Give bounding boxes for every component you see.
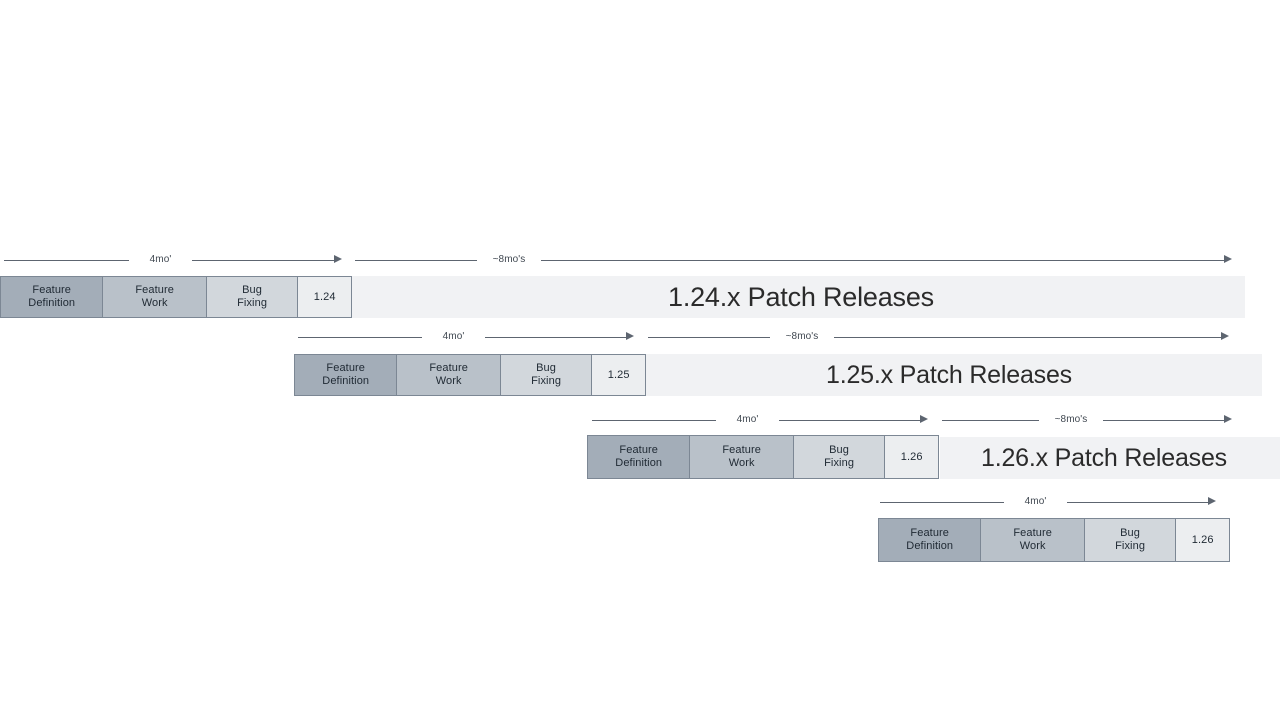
phase-label-line1: Bug <box>1120 527 1140 539</box>
phase-box-bug-fixing-1-24[interactable]: Bug Fixing <box>206 277 299 317</box>
arrowhead-right <box>1208 497 1216 505</box>
phase-label-line2: Fixing <box>824 457 855 469</box>
phase-label-line2: Definition <box>906 540 954 552</box>
arrow-line-right <box>834 337 1221 338</box>
phase-label-line1: Feature <box>722 444 761 456</box>
phase-label-line1: Bug <box>829 444 849 456</box>
phase-bar-1-25: Feature Definition Feature Work Bug Fixi… <box>294 354 646 396</box>
phase-label-line1: Feature <box>1013 527 1052 539</box>
phase-bar-1-24: Feature Definition Feature Work Bug Fixi… <box>0 276 352 318</box>
patch-release-band-1-26: 1.26.x Patch Releases <box>940 437 1280 479</box>
duration-arrow-dev-4: 4mo' <box>880 494 1217 510</box>
arrow-line-left <box>4 260 129 261</box>
version-box-1-26[interactable]: 1.26 <box>885 436 939 478</box>
duration-arrow-dev-1-25: 4mo' <box>298 329 635 345</box>
arrow-line-right <box>1067 502 1208 503</box>
phase-label-line2: Fixing <box>1115 540 1146 552</box>
duration-label-dev-1-25: 4mo' <box>442 331 465 342</box>
phase-label-line1: Feature <box>32 284 72 296</box>
arrow-line-left <box>355 260 477 261</box>
arrow-line-left <box>942 420 1039 421</box>
arrow-line-left <box>880 502 1004 503</box>
phase-box-feature-work-1-24[interactable]: Feature Work <box>103 277 207 317</box>
duration-label-patch-1-24: ~8mo's <box>492 254 526 265</box>
phase-box-bug-fixing-1-26[interactable]: Bug Fixing <box>793 436 886 478</box>
phase-label-line1: Bug <box>242 284 262 296</box>
arrowhead-right <box>1221 332 1229 340</box>
phase-label-line1: Feature <box>910 527 950 539</box>
arrow-line-left <box>592 420 716 421</box>
phase-label-line1: Feature <box>429 362 468 374</box>
arrow-line-right <box>541 260 1224 261</box>
phase-box-feature-work-1-26[interactable]: Feature Work <box>690 436 794 478</box>
phase-box-feature-work-1-25[interactable]: Feature Work <box>397 355 501 395</box>
patch-release-label-1-24: 1.24.x Patch Releases <box>668 281 934 312</box>
duration-label-dev-1-24: 4mo' <box>149 254 172 265</box>
version-box-1-24[interactable]: 1.24 <box>298 277 352 317</box>
arrowhead-right <box>1224 255 1232 263</box>
phase-box-feature-definition-1-24[interactable]: Feature Definition <box>1 277 104 317</box>
phase-label-line2: Definition <box>615 457 663 469</box>
arrowhead-right <box>626 332 634 340</box>
arrowhead-right <box>334 255 342 263</box>
arrow-line-right <box>779 420 920 421</box>
phase-box-bug-fixing-1-25[interactable]: Bug Fixing <box>500 355 593 395</box>
arrow-line-right <box>192 260 334 261</box>
phase-box-bug-fixing-4[interactable]: Bug Fixing <box>1084 519 1177 561</box>
version-label: 1.26 <box>1191 533 1214 546</box>
arrowhead-right <box>1224 415 1232 423</box>
phase-label-line1: Feature <box>619 444 659 456</box>
duration-arrow-dev-1-26: 4mo' <box>592 412 929 428</box>
version-box-4[interactable]: 1.26 <box>1176 519 1230 561</box>
phase-box-feature-work-4[interactable]: Feature Work <box>981 519 1085 561</box>
duration-label-dev-4: 4mo' <box>1024 496 1047 507</box>
version-label: 1.24 <box>313 290 336 303</box>
phase-label-line2: Work <box>435 375 462 387</box>
patch-release-label-1-26: 1.26.x Patch Releases <box>981 443 1227 472</box>
phase-box-feature-definition-1-25[interactable]: Feature Definition <box>295 355 398 395</box>
phase-label-line2: Work <box>1019 540 1046 552</box>
phase-label-line2: Definition <box>28 297 76 309</box>
duration-arrow-patch-1-24: ~8mo's <box>355 252 1232 268</box>
phase-bar-4: Feature Definition Feature Work Bug Fixi… <box>878 518 1230 562</box>
version-box-1-25[interactable]: 1.25 <box>592 355 646 395</box>
duration-label-patch-1-26: ~8mo's <box>1054 414 1088 425</box>
duration-arrow-patch-1-25: ~8mo's <box>648 329 1229 345</box>
arrow-line-left <box>648 337 770 338</box>
phase-box-feature-definition-1-26[interactable]: Feature Definition <box>588 436 691 478</box>
phase-label-line1: Feature <box>326 362 366 374</box>
phase-label-line2: Fixing <box>531 375 562 387</box>
duration-label-dev-1-26: 4mo' <box>736 414 759 425</box>
phase-label-line2: Fixing <box>237 297 268 309</box>
phase-label-line2: Work <box>141 297 168 309</box>
duration-label-patch-1-25: ~8mo's <box>785 331 819 342</box>
version-label: 1.25 <box>607 368 630 381</box>
arrow-line-right <box>485 337 626 338</box>
patch-release-band-1-24: 1.24.x Patch Releases <box>352 276 1245 318</box>
arrowhead-right <box>920 415 928 423</box>
phase-label-line2: Definition <box>322 375 370 387</box>
phase-box-feature-definition-4[interactable]: Feature Definition <box>879 519 982 561</box>
phase-bar-1-26: Feature Definition Feature Work Bug Fixi… <box>587 435 939 479</box>
phase-label-line1: Bug <box>536 362 556 374</box>
patch-release-label-1-25: 1.25.x Patch Releases <box>826 360 1072 389</box>
phase-label-line2: Work <box>728 457 755 469</box>
patch-release-band-1-25: 1.25.x Patch Releases <box>646 354 1262 396</box>
duration-arrow-patch-1-26: ~8mo's <box>942 412 1232 428</box>
arrow-line-left <box>298 337 422 338</box>
duration-arrow-dev-1-24: 4mo' <box>4 252 343 268</box>
phase-label-line1: Feature <box>135 284 174 296</box>
version-label: 1.26 <box>900 450 923 463</box>
arrow-line-right <box>1103 420 1224 421</box>
